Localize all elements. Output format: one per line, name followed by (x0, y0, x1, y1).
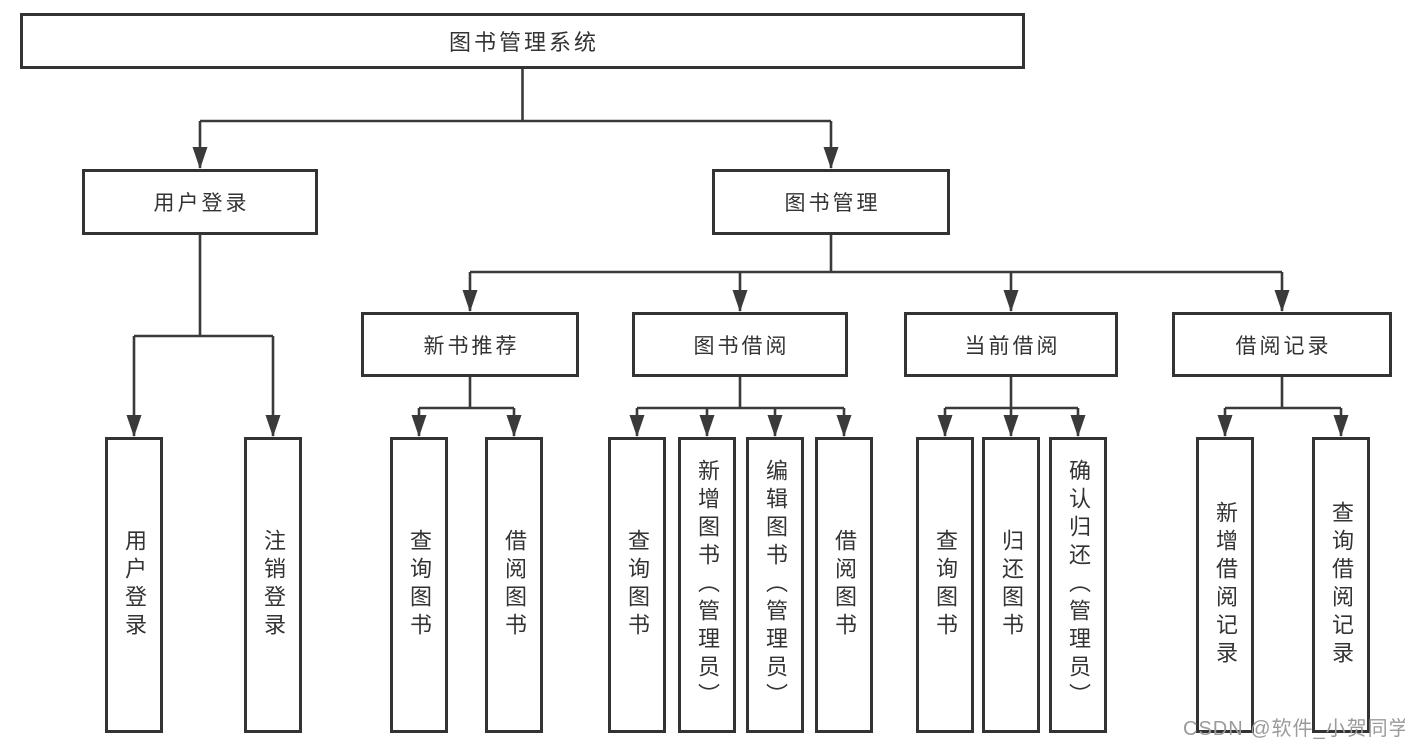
leaf-confirm-return-admin: 确认归还（管理员） (1049, 437, 1107, 733)
leaf-query-books-3: 查询图书 (916, 437, 974, 733)
node-current-borrow: 当前借阅 (904, 312, 1118, 377)
node-user-login: 用户登录 (82, 169, 318, 235)
leaf-query-books-2: 查询图书 (608, 437, 666, 733)
csdn-watermark: CSDN @软件_小贺同学 (1183, 718, 1405, 740)
leaf-user-login: 用户登录 (105, 437, 163, 733)
leaf-query-books-1: 查询图书 (390, 437, 448, 733)
leaf-add-book-admin: 新增图书（管理员） (678, 437, 736, 733)
leaf-borrow-books-2: 借阅图书 (815, 437, 873, 733)
leaf-add-borrow-record: 新增借阅记录 (1196, 437, 1254, 733)
node-book-management: 图书管理 (712, 169, 950, 235)
leaf-edit-book-admin: 编辑图书（管理员） (746, 437, 804, 733)
node-new-book-recommend: 新书推荐 (361, 312, 579, 377)
node-borrow-record: 借阅记录 (1172, 312, 1392, 377)
leaf-borrow-books-1: 借阅图书 (485, 437, 543, 733)
leaf-return-book: 归还图书 (982, 437, 1040, 733)
node-book-borrow: 图书借阅 (632, 312, 848, 377)
leaf-logout: 注销登录 (244, 437, 302, 733)
node-library-management-system: 图书管理系统 (20, 13, 1025, 69)
leaf-query-borrow-record: 查询借阅记录 (1312, 437, 1370, 733)
